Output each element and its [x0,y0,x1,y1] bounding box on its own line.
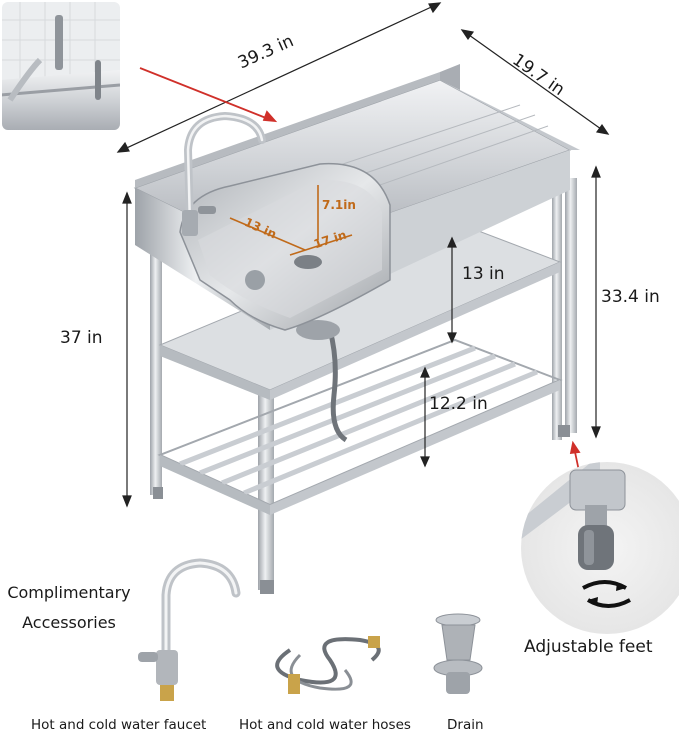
accessories-title-line1: Complimentary [7,583,131,602]
drain-caption: Drain [447,717,484,733]
leg-height-dimension-label: 33.4 in [601,287,660,307]
bowl-depth-label: 7.1in [322,198,356,212]
drain-accessory [433,613,483,694]
faucet-accessory [138,558,241,701]
lower-shelf-gap-label: 12.2 in [429,394,488,414]
adjustable-feet-caption: Adjustable feet [524,637,653,657]
sink-unit [133,64,580,594]
hoses-caption: Hot and cold water hoses [239,717,411,733]
adjustable-feet-inset [521,462,679,634]
bowl-dimension-lines [229,185,353,256]
faucet-caption: Hot and cold water faucet [31,717,207,733]
backsplash-detail-inset [2,2,120,130]
height-dimension-label: 37 in [60,328,103,348]
hoses-accessory [275,636,381,694]
accessories-title-line2: Accessories [22,613,116,632]
upper-shelf-gap-label: 13 in [462,264,505,284]
dimension-lines [116,2,610,508]
accessories-title: Complimentary Accessories [0,578,138,638]
